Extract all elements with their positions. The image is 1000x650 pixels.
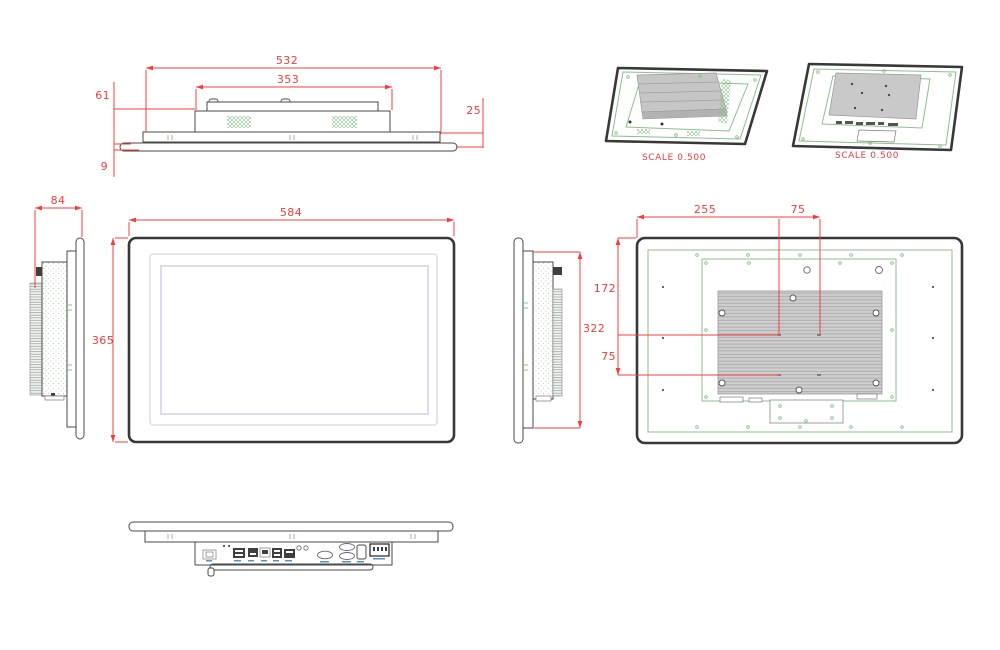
top-view: 532 353 61 9 25 bbox=[95, 54, 484, 177]
front-glass-side bbox=[513, 237, 524, 444]
power-switch bbox=[356, 544, 367, 560]
front-glass-side bbox=[75, 237, 85, 440]
hdmi-port bbox=[284, 549, 295, 558]
bottom-view bbox=[128, 521, 454, 577]
rear-cover-edge bbox=[144, 530, 439, 543]
access-plate bbox=[769, 399, 844, 424]
heatsink bbox=[717, 290, 883, 395]
iso-stand-plate bbox=[856, 129, 897, 143]
dim-vesa-width-label: 75 bbox=[791, 203, 806, 216]
iso-left-scale-label: SCALE 0.500 bbox=[642, 153, 706, 163]
rear-hole bbox=[803, 266, 811, 274]
heatsink-fins-side bbox=[552, 288, 563, 397]
dim-width-label: 584 bbox=[280, 206, 302, 219]
lan-port bbox=[248, 548, 258, 557]
iso-mount-plate bbox=[828, 72, 922, 120]
dim-left-to-vesa-label: 255 bbox=[694, 203, 716, 216]
usb-ports bbox=[272, 548, 282, 558]
rear-view: 255 75 172 75 bbox=[594, 203, 964, 445]
front-view-dimensions: 584 365 bbox=[92, 206, 455, 443]
front-bezel bbox=[127, 236, 456, 444]
heatsink-screw-holes bbox=[718, 294, 880, 394]
dim-body-height-label: 322 bbox=[583, 322, 605, 335]
bracket-foot bbox=[207, 567, 215, 577]
bottom-foot bbox=[535, 395, 552, 402]
side-right-dimensions: 322 bbox=[533, 251, 605, 429]
side-view-left: 84 bbox=[29, 194, 85, 440]
iso-right-scale-label: SCALE 0.500 bbox=[835, 151, 899, 161]
audio-jack bbox=[303, 545, 309, 551]
port-labels bbox=[206, 558, 385, 563]
dim-module-width-label: 353 bbox=[277, 73, 299, 86]
side-view-right: 322 bbox=[513, 237, 605, 444]
cover-tick-marks bbox=[167, 135, 418, 140]
top-view-dimensions: 532 353 61 9 25 bbox=[95, 54, 484, 177]
vent-grid bbox=[332, 116, 357, 128]
antenna-connector bbox=[36, 267, 42, 276]
antenna-connector bbox=[553, 267, 562, 275]
chassis-side bbox=[41, 261, 68, 397]
front-view: 584 365 bbox=[92, 206, 456, 444]
lan-port bbox=[259, 547, 271, 558]
dim-vesa-height-label: 75 bbox=[601, 350, 616, 363]
glass-border bbox=[149, 253, 438, 426]
terminal-block bbox=[369, 543, 390, 557]
bottom-foot bbox=[44, 395, 65, 401]
side-left-dimensions: 84 bbox=[34, 194, 83, 288]
io-ports bbox=[202, 543, 390, 563]
vent-grid bbox=[227, 116, 251, 128]
mount-bracket bbox=[209, 563, 374, 571]
dim-cover-depth-label: 25 bbox=[466, 104, 481, 117]
audio-jack bbox=[296, 545, 302, 551]
heatsink-fins-side bbox=[29, 282, 43, 396]
dsub-port bbox=[339, 552, 355, 560]
dsub-port bbox=[317, 550, 333, 560]
dim-top-to-vesa-label: 172 bbox=[594, 282, 616, 295]
chassis-box bbox=[194, 110, 391, 133]
rear-cover-edge bbox=[142, 131, 441, 143]
dsub-port bbox=[339, 543, 355, 551]
dim-bezel-depth-label: 9 bbox=[101, 160, 108, 173]
rear-cover-side bbox=[522, 250, 534, 429]
chassis-side bbox=[532, 261, 554, 400]
active-display-area bbox=[160, 265, 429, 415]
iso-io-ports bbox=[836, 121, 898, 126]
iso-side-fins bbox=[718, 79, 731, 124]
dim-rear-depth-label: 61 bbox=[95, 89, 110, 102]
rear-inner-outline bbox=[647, 249, 953, 433]
rear-cover-side bbox=[66, 250, 77, 428]
iso-back-view-left: SCALE 0.500 bbox=[604, 66, 769, 163]
rear-view-dimensions: 255 75 172 75 bbox=[594, 203, 821, 376]
iso-plate-screws bbox=[850, 82, 891, 112]
dim-overall-width-label: 532 bbox=[276, 54, 298, 67]
usb-ports bbox=[233, 548, 245, 558]
rear-hole bbox=[875, 266, 883, 274]
front-glass-edge bbox=[128, 521, 454, 532]
top-rail bbox=[206, 101, 379, 112]
dim-depth-label: 84 bbox=[51, 194, 66, 207]
dim-height-label: 365 bbox=[92, 334, 114, 347]
iso-vent bbox=[637, 129, 650, 134]
iso-back-view-right: SCALE 0.500 bbox=[791, 62, 964, 161]
front-glass-edge bbox=[119, 142, 458, 152]
iso-vent bbox=[687, 131, 700, 136]
